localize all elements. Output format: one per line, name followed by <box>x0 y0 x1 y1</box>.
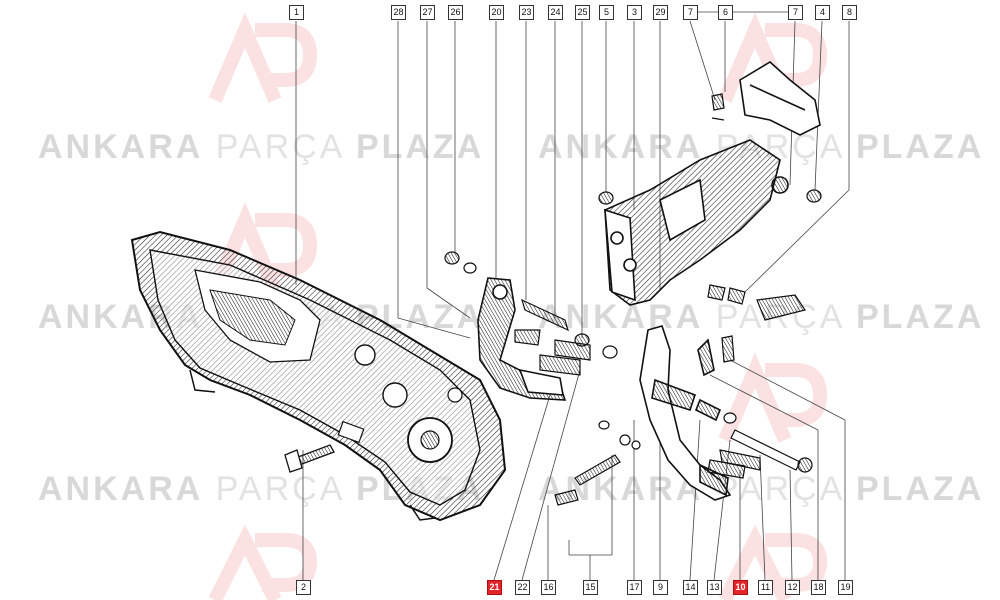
return-spring-assembly <box>554 420 641 506</box>
pedal-support-assembly <box>604 61 821 306</box>
callout-number-6: 6 <box>718 5 733 20</box>
callout-number-28: 28 <box>391 5 406 20</box>
callout-number-21: 21 <box>487 580 502 595</box>
callout-number-12: 12 <box>785 580 800 595</box>
callout-number-13: 13 <box>707 580 722 595</box>
callout-number-14: 14 <box>683 580 698 595</box>
callout-number-7: 7 <box>788 5 803 20</box>
callout-number-22: 22 <box>515 580 530 595</box>
callout-number-17: 17 <box>627 580 642 595</box>
callout-number-29: 29 <box>653 5 668 20</box>
small-fasteners <box>598 93 822 363</box>
callout-number-18: 18 <box>811 580 826 595</box>
callout-number-10: 10 <box>733 580 748 595</box>
callout-number-9: 9 <box>653 580 668 595</box>
callout-number-2: 2 <box>296 580 311 595</box>
pedal-mounting-panel <box>130 230 507 522</box>
callout-number-26: 26 <box>448 5 463 20</box>
watermark-logo-icon <box>208 12 318 103</box>
callout-number-23: 23 <box>519 5 534 20</box>
callout-number-24: 24 <box>548 5 563 20</box>
callout-number-25: 25 <box>575 5 590 20</box>
callout-number-15: 15 <box>583 580 598 595</box>
callout-number-3: 3 <box>627 5 642 20</box>
clutch-pedal <box>477 277 567 401</box>
callout-number-8: 8 <box>842 5 857 20</box>
mounting-bolt <box>284 444 335 473</box>
callout-number-27: 27 <box>420 5 435 20</box>
callout-number-11: 11 <box>758 580 773 595</box>
pedal-bushing-parts <box>444 251 618 376</box>
watermark-logo-icon <box>208 524 318 600</box>
pivot-bolt <box>707 412 813 479</box>
callout-number-5: 5 <box>599 5 614 20</box>
callout-number-1: 1 <box>289 5 304 20</box>
callout-number-4: 4 <box>815 5 830 20</box>
callout-number-7: 7 <box>683 5 698 20</box>
callout-number-16: 16 <box>541 580 556 595</box>
callout-number-20: 20 <box>489 5 504 20</box>
callout-number-19: 19 <box>838 580 853 595</box>
